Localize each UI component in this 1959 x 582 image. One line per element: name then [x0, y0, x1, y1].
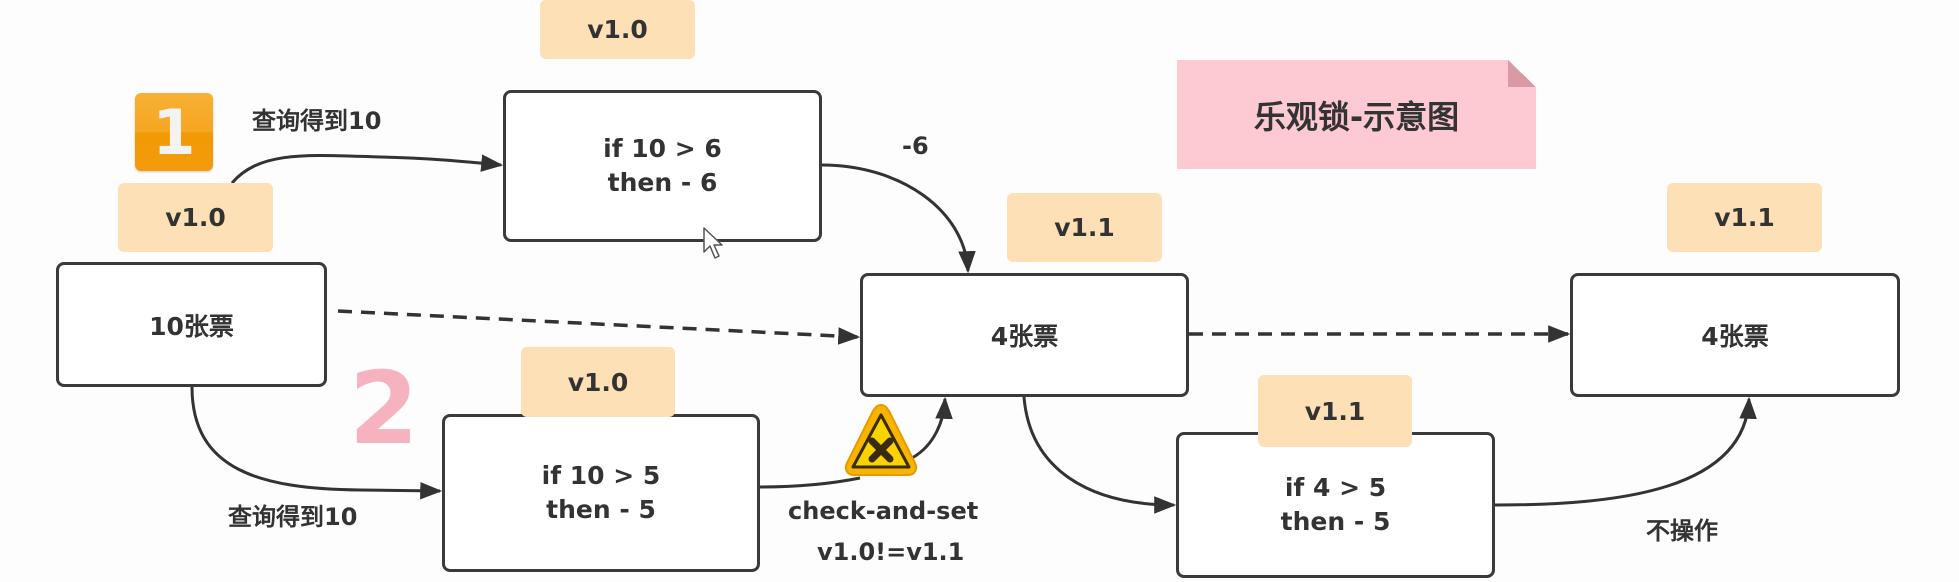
edge-cas-up [911, 396, 953, 460]
title-note: 乐观锁-示意图 [1177, 60, 1536, 169]
version-badge-start: v1.0 [118, 183, 273, 252]
edge-dashed-start-mid [337, 309, 861, 345]
version-badge-op3-front: v1.1 [1258, 375, 1412, 447]
version-badge-op2-front: v1.0 [521, 347, 675, 417]
warning-x-icon [844, 403, 918, 476]
title-note-text: 乐观锁-示意图 [1253, 97, 1460, 136]
edge-label-cas-line2: v1.0!=v1.1 [817, 538, 965, 566]
step-2-number: 2 [349, 350, 419, 467]
step-1-number: 1 [152, 95, 196, 169]
version-badge-op1: v1.0 [540, 0, 695, 59]
node-op3-line1: if 4 > 5 [1284, 473, 1387, 502]
edge-no-op [1494, 396, 1757, 507]
note-fold-corner [1508, 60, 1536, 87]
node-end-text: 4张票 [1701, 322, 1769, 351]
edge-query2 [190, 386, 443, 500]
edge-label-no-op: 不操作 [1646, 517, 1718, 545]
node-start-10-tickets[interactable]: 10张票 [56, 262, 327, 387]
edge-label-query1: 查询得到10 [252, 107, 382, 135]
version-badge-end: v1.1 [1667, 183, 1822, 252]
node-end-4-tickets[interactable]: 4张票 [1570, 273, 1900, 397]
node-op2-line1: if 10 > 5 [541, 461, 661, 490]
step-2-icon: 2 [349, 359, 419, 459]
version-badge-mid: v1.1 [1007, 193, 1162, 262]
node-mid-4-tickets[interactable]: 4张票 [860, 273, 1189, 397]
node-op2-line2: then - 5 [546, 495, 656, 524]
node-op1-line1: if 10 > 6 [603, 134, 722, 163]
node-op2[interactable]: if 10 > 5 then - 5 [442, 414, 760, 572]
edge-cas [759, 476, 861, 489]
edge-label-minus6: -6 [902, 132, 929, 160]
edge-minus6 [821, 163, 976, 274]
node-op1[interactable]: if 10 > 6 then - 6 [503, 90, 822, 242]
node-op1-line2: then - 6 [607, 168, 718, 197]
edge-label-query2: 查询得到10 [228, 503, 358, 531]
edge-mid-op3 [1022, 396, 1177, 514]
edge-label-cas-line1: check-and-set [788, 497, 979, 525]
node-mid-text: 4张票 [990, 322, 1059, 351]
node-op3[interactable]: if 4 > 5 then - 5 [1176, 432, 1495, 578]
edge-query1 [230, 153, 504, 184]
node-start-text: 10张票 [149, 311, 234, 341]
mouse-cursor-icon [703, 227, 723, 259]
node-op3-line2: then - 5 [1280, 507, 1391, 536]
step-1-icon: 1 [135, 93, 213, 171]
